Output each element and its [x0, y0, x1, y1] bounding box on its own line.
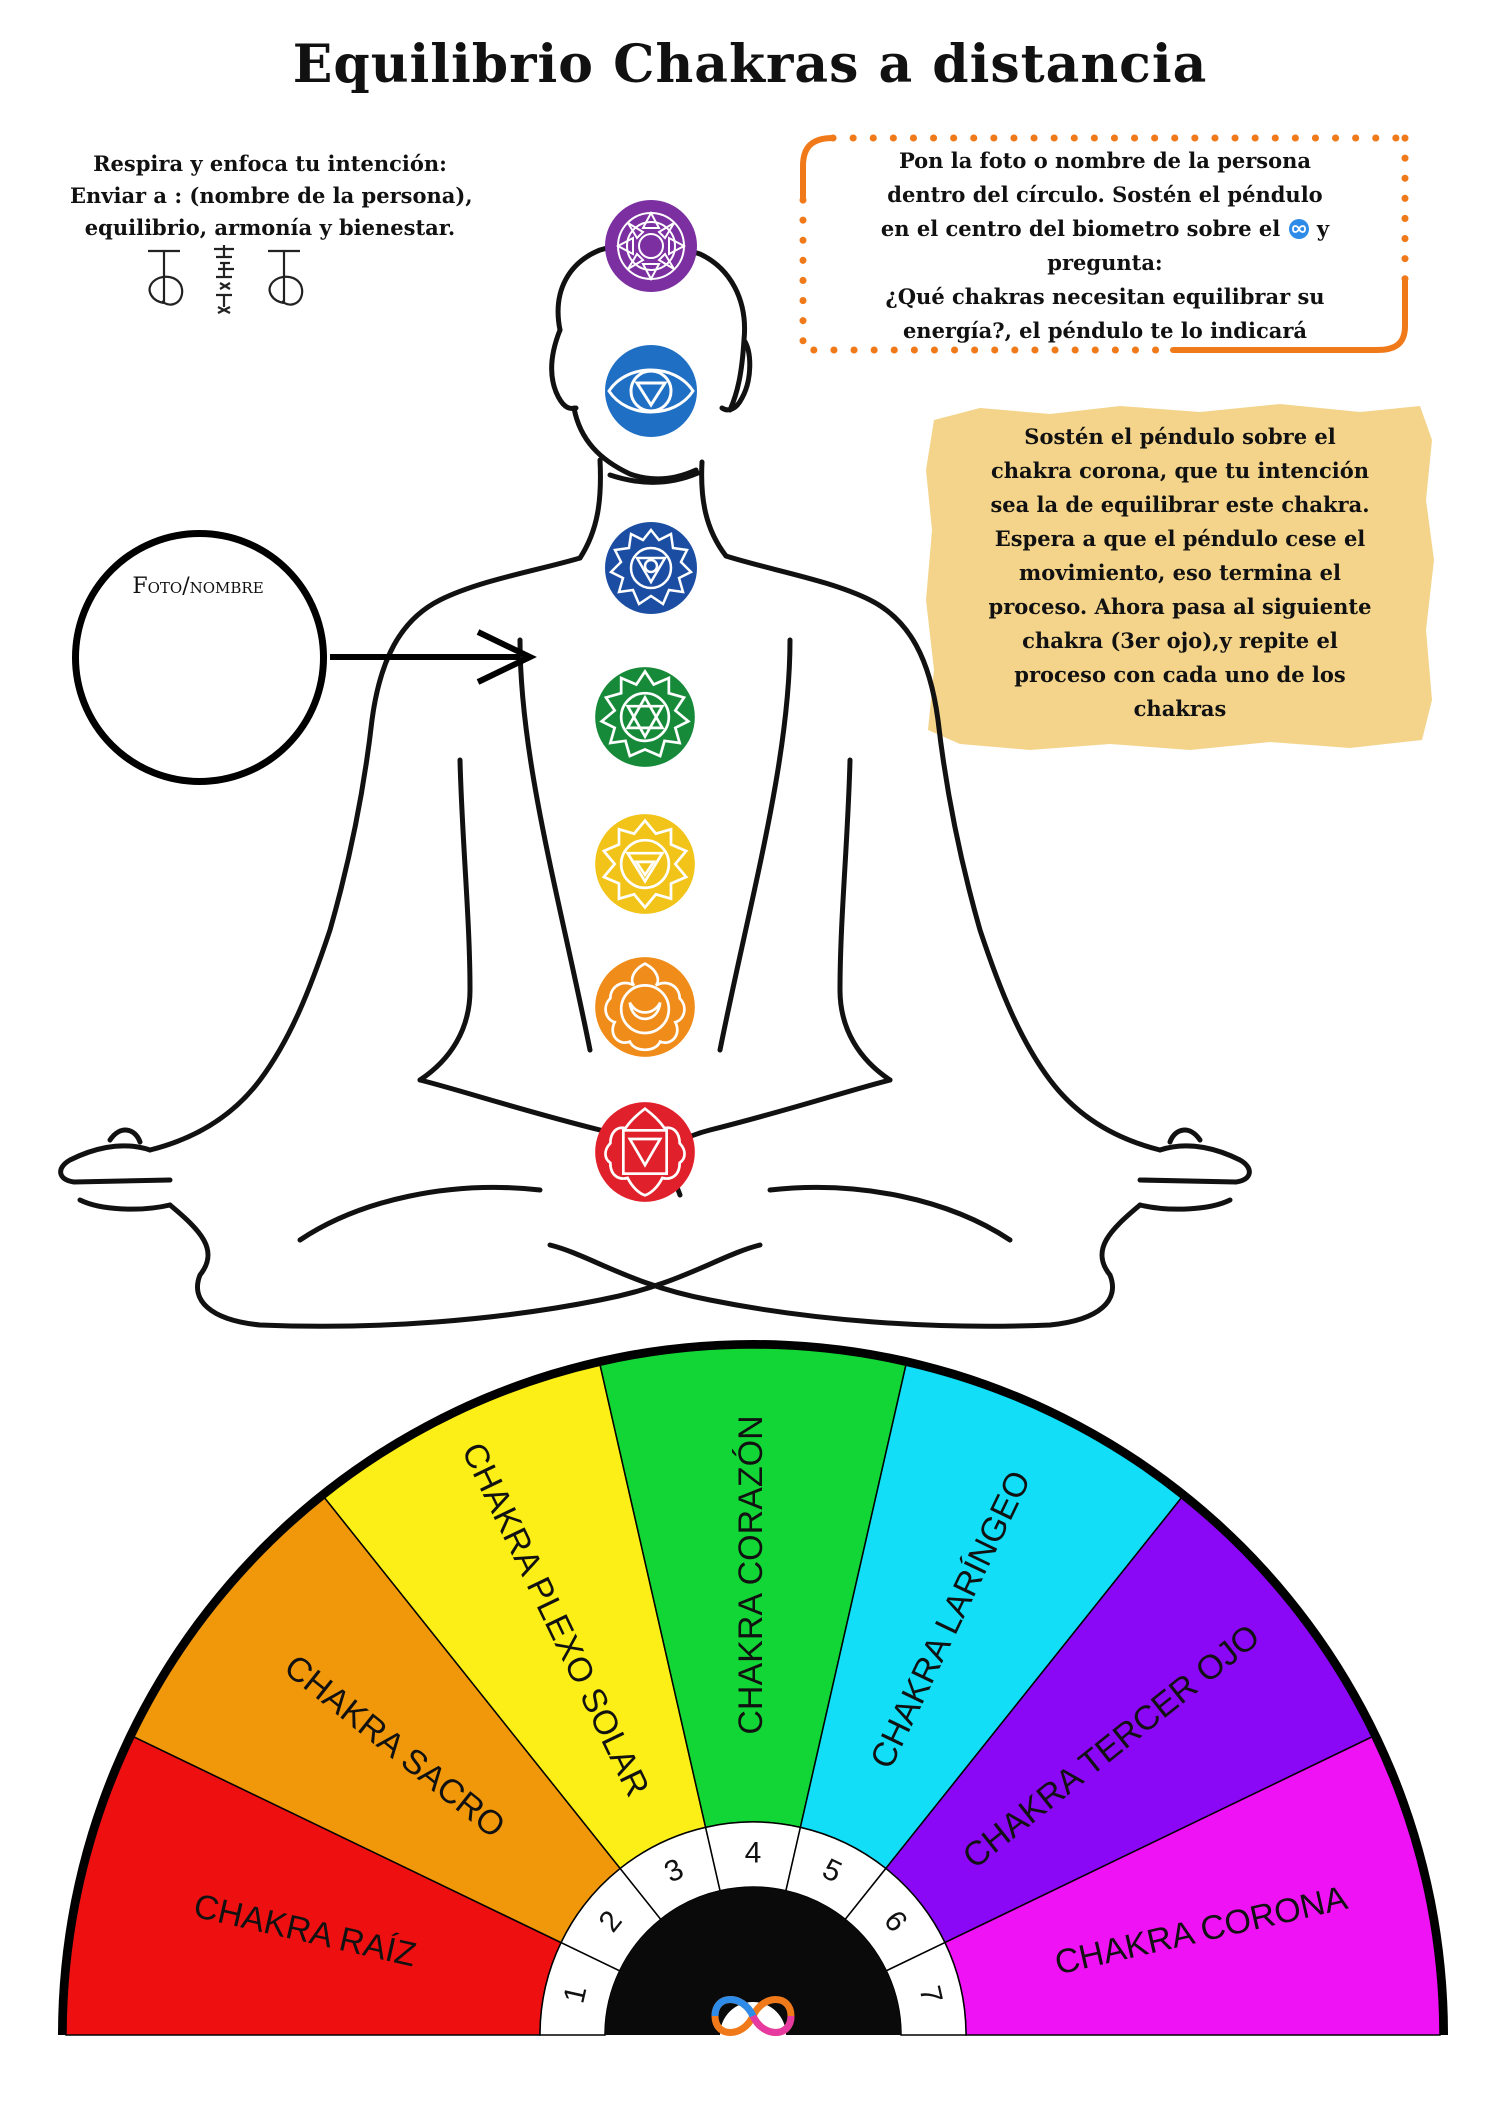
- procedure-parchment: [926, 404, 1434, 750]
- procedure-line: proceso. Ahora pasa al siguiente: [988, 594, 1372, 619]
- procedure-text: Sostén el péndulo sobre el chakra corona…: [950, 420, 1410, 726]
- instructions-line: pregunta:: [1047, 250, 1163, 275]
- infinity-icon: [711, 1996, 795, 2036]
- intention-line: Enviar a : (nombre de la persona),: [70, 183, 473, 208]
- instructions-line: Pon la foto o nombre de la persona: [898, 148, 1312, 173]
- procedure-line: chakra (3er ojo),y repite el: [1022, 628, 1338, 653]
- infinity-icon: [1288, 219, 1309, 239]
- crown-chakra-icon: [605, 200, 697, 292]
- root-chakra-icon: [595, 1102, 695, 1202]
- solar-plexus-chakra-icon: [595, 814, 695, 914]
- instructions-line: en el centro del biometro sobre el y: [880, 216, 1330, 241]
- instructions-line: energía?, el péndulo te lo indicará: [902, 318, 1308, 343]
- intention-line: equilibrio, armonía y bienestar.: [84, 215, 456, 240]
- procedure-line: Sostén el péndulo sobre el: [1024, 424, 1336, 449]
- photo-name-circle[interactable]: [72, 530, 327, 785]
- procedure-line: sea la de equilibrar este chakra.: [990, 492, 1370, 517]
- sacral-chakra-icon: [595, 957, 695, 1057]
- biometer-segment-number: 7: [913, 1983, 949, 2007]
- procedure-line: chakra corona, que tu intención: [990, 458, 1370, 483]
- instructions-frame: [799, 134, 1409, 354]
- intention-text: Respira y enfoca tu intención: Enviar a …: [70, 148, 473, 244]
- procedure-line: proceso con cada uno de los: [1014, 662, 1346, 687]
- biometer-segment-number: 1: [558, 1983, 594, 2007]
- photo-name-label: Foto/nombre: [132, 574, 264, 599]
- instructions-text: Pon la foto o nombre de la persona dentr…: [840, 144, 1370, 348]
- instructions-line: dentro del círculo. Sostén el péndulo: [887, 182, 1323, 207]
- page-title: Equilibrio Chakras a distancia: [292, 34, 1208, 95]
- throat-chakra-icon: [605, 522, 697, 614]
- procedure-line: movimiento, eso termina el: [1019, 560, 1341, 585]
- biometer-segment-number: 4: [745, 1836, 762, 1869]
- procedure-line: chakras: [1133, 696, 1227, 721]
- procedure-line: Espera a que el péndulo cese el: [994, 526, 1366, 551]
- intention-line: Respira y enfoca tu intención:: [93, 151, 447, 176]
- biometer-center-hub: [605, 1887, 901, 2035]
- reiki-symbols-icon: [148, 245, 304, 314]
- third-eye-chakra-icon: [605, 345, 697, 437]
- biometer-segment-label: CHAKRA CORAZÓN: [732, 1415, 770, 1734]
- instructions-line: ¿Qué chakras necesitan equilibrar su: [885, 284, 1325, 309]
- heart-chakra-icon: [595, 667, 695, 767]
